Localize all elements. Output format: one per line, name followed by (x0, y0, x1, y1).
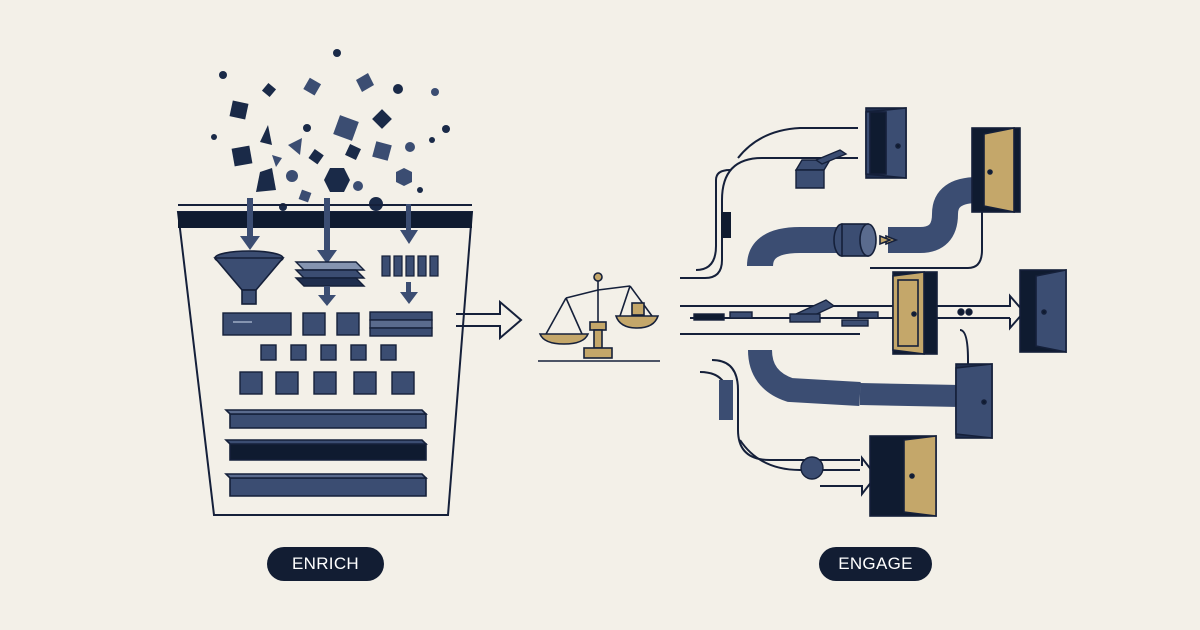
processed-row-1 (222, 311, 433, 337)
filter-funnel-icon (213, 250, 285, 305)
engagement-pipes (680, 127, 1026, 497)
intake-arrows-lower (318, 282, 418, 306)
raw-data-particles (211, 49, 450, 211)
data-blocks-cluster (381, 255, 439, 277)
balance-scale-icon (538, 272, 660, 362)
processed-row-2 (260, 344, 397, 361)
engage-label: ENGAGE (819, 547, 932, 581)
door-icon (1019, 269, 1067, 353)
enrich-label: ENRICH (267, 547, 384, 581)
door-icon (955, 363, 993, 439)
intake-arrows (240, 198, 418, 264)
door-icon (971, 127, 1021, 213)
arrow-right-icon (456, 299, 523, 341)
door-icon (869, 435, 937, 517)
door-icon (892, 271, 938, 355)
data-packets (693, 149, 973, 480)
refined-data-slabs (224, 409, 428, 497)
processed-row-3 (239, 371, 415, 395)
pipe-coupling (833, 223, 899, 257)
layer-stack-icon (294, 261, 366, 287)
door-icon (865, 107, 907, 179)
